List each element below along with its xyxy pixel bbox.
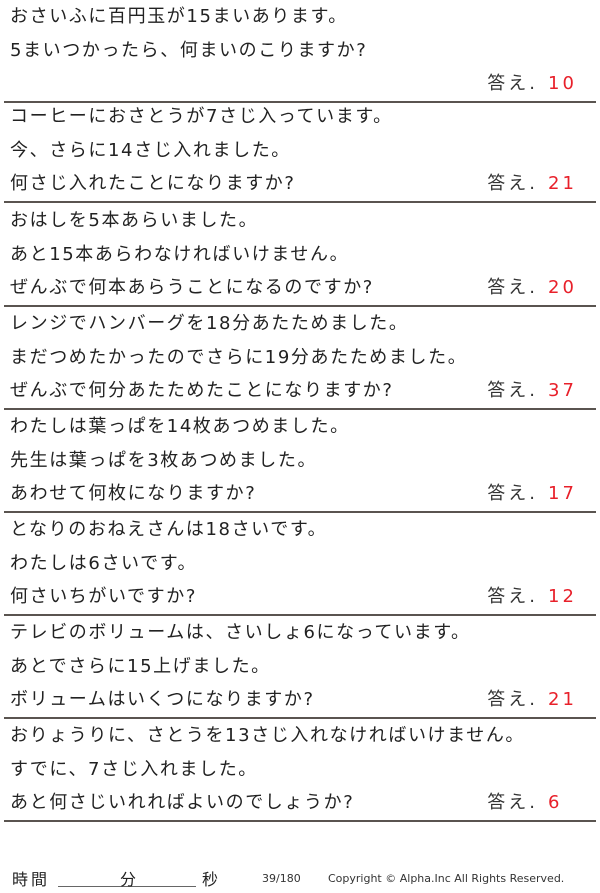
answer-label: 答え. bbox=[487, 73, 538, 94]
answer: 答え. 21 bbox=[487, 173, 586, 195]
answer-value: 21 bbox=[548, 689, 577, 710]
answer-value: 20 bbox=[548, 277, 577, 298]
answer: 答え. 17 bbox=[487, 483, 586, 505]
problem-line: あと15本あらわなければいけません。 bbox=[10, 244, 350, 265]
problem-6: となりのおねえさんは18さいです。 わたしは6さいです。 何さいちがいですか? … bbox=[0, 513, 600, 616]
answer-value: 6 bbox=[548, 792, 563, 813]
answer-value: 37 bbox=[548, 380, 577, 401]
divider bbox=[4, 305, 596, 307]
answer: 答え. 20 bbox=[487, 277, 586, 299]
problem-line: テレビのボリュームは、さいしょ6になっています。 bbox=[10, 622, 471, 643]
divider bbox=[4, 717, 596, 719]
problem-5: わたしは葉っぱを14枚あつめました。 先生は葉っぱを3枚あつめました。 あわせて… bbox=[0, 410, 600, 513]
answer-label: 答え. bbox=[487, 792, 538, 813]
problem-line: 何さじ入れたことになりますか? bbox=[10, 173, 296, 194]
page-number: 39/180 bbox=[262, 872, 301, 885]
problem-line: わたしは葉っぱを14枚あつめました。 bbox=[10, 416, 350, 437]
problem-line: ぜんぶで何本あらうことになるのですか? bbox=[10, 277, 374, 298]
problem-7: テレビのボリュームは、さいしょ6になっています。 あとでさらに15上げました。 … bbox=[0, 616, 600, 719]
problem-line: ぜんぶで何分あたためたことになりますか? bbox=[10, 380, 394, 401]
answer-value: 21 bbox=[548, 173, 577, 194]
problem-3: おはしを5本あらいました。 あと15本あらわなければいけません。 ぜんぶで何本あ… bbox=[0, 204, 600, 307]
problem-line: あと何さじいれればよいのでしょうか? bbox=[10, 792, 355, 813]
footer: 時間 分 秒 39/180 Copyright © Alpha.Inc All … bbox=[0, 866, 600, 890]
answer-label: 答え. bbox=[487, 173, 538, 194]
copyright: Copyright © Alpha.Inc All Rights Reserve… bbox=[328, 872, 565, 885]
answer-label: 答え. bbox=[487, 277, 538, 298]
problem-line: おはしを5本あらいました。 bbox=[10, 210, 259, 231]
problem-line: 先生は葉っぱを3枚あつめました。 bbox=[10, 450, 318, 471]
problem-line: おりょうりに、さとうを13さじ入れなければいけません。 bbox=[10, 725, 526, 746]
problem-line: レンジでハンバーグを18分あたためました。 bbox=[10, 313, 409, 334]
problem-4: レンジでハンバーグを18分あたためました。 まだつめたかったのでさらに19分あた… bbox=[0, 307, 600, 410]
divider bbox=[4, 408, 596, 410]
problem-line: あとでさらに15上げました。 bbox=[10, 656, 271, 677]
problem-line: 何さいちがいですか? bbox=[10, 586, 198, 607]
problem-line: わたしは6さいです。 bbox=[10, 553, 198, 574]
time-label: 時間 bbox=[12, 870, 51, 889]
answer: 答え. 21 bbox=[487, 689, 586, 711]
problem-line: となりのおねえさんは18さいです。 bbox=[10, 519, 328, 540]
divider bbox=[4, 614, 596, 616]
problem-line: すでに、7さじ入れました。 bbox=[10, 759, 258, 780]
minutes-label: 分 bbox=[120, 870, 137, 889]
time-entry-field[interactable] bbox=[58, 866, 196, 887]
answer-value: 10 bbox=[548, 73, 577, 94]
answer-label: 答え. bbox=[487, 380, 538, 401]
problem-2: コーヒーにおさとうが7さじ入っています。 今、さらに14さじ入れました。 何さじ… bbox=[0, 100, 600, 203]
answer-label: 答え. bbox=[487, 483, 538, 504]
problem-line: ボリュームはいくつになりますか? bbox=[10, 689, 315, 710]
problem-line: 5まいつかったら、何まいのこりますか? bbox=[10, 40, 368, 61]
answer-label: 答え. bbox=[487, 586, 538, 607]
problem-line: コーヒーにおさとうが7さじ入っています。 bbox=[10, 106, 393, 127]
divider bbox=[4, 511, 596, 513]
problem-8: おりょうりに、さとうを13さじ入れなければいけません。 すでに、7さじ入れました… bbox=[0, 719, 600, 822]
divider bbox=[4, 101, 596, 103]
problem-line: あわせて何枚になりますか? bbox=[10, 483, 257, 504]
answer-value: 12 bbox=[548, 586, 577, 607]
answer-value: 17 bbox=[548, 483, 577, 504]
problem-1: おさいふに百円玉が15まいあります。 5まいつかったら、何まいのこりますか? 答… bbox=[0, 0, 600, 103]
answer: 答え. 6 bbox=[487, 792, 586, 814]
seconds-label: 秒 bbox=[202, 870, 219, 889]
answer: 答え. 12 bbox=[487, 586, 586, 608]
problem-line: おさいふに百円玉が15まいあります。 bbox=[10, 6, 348, 27]
answer: 答え. 10 bbox=[487, 73, 586, 95]
problem-line: まだつめたかったのでさらに19分あたためました。 bbox=[10, 347, 468, 368]
problem-line: 今、さらに14さじ入れました。 bbox=[10, 140, 291, 161]
divider bbox=[4, 820, 596, 822]
divider bbox=[4, 201, 596, 203]
answer-label: 答え. bbox=[487, 689, 538, 710]
answer: 答え. 37 bbox=[487, 380, 586, 402]
